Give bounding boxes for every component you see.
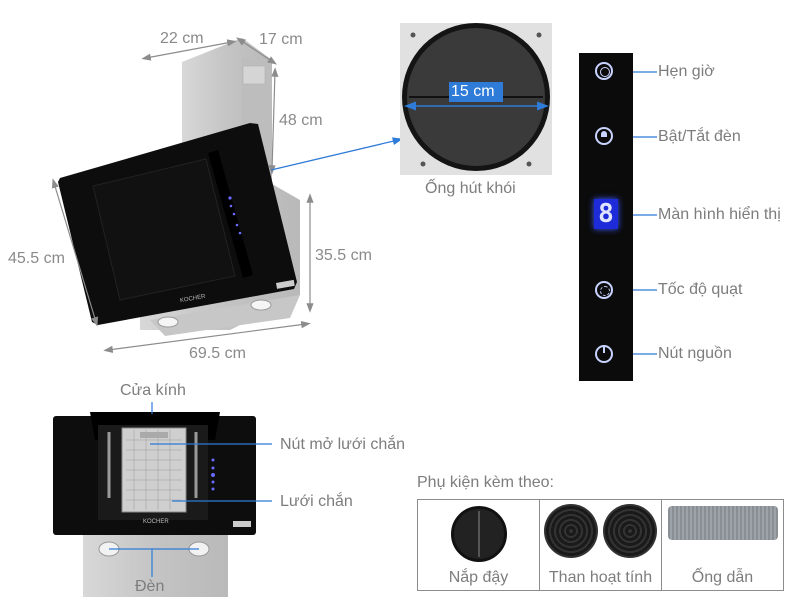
exhaust-diameter-label: 15 cm — [451, 83, 495, 100]
control-panel: 8 — [579, 53, 633, 381]
label-filter-release: Nút mở lưới chắn — [280, 436, 406, 453]
label-fan-speed: Tốc độ quạt — [658, 281, 743, 298]
accessory-label: Ống dẫn — [691, 569, 754, 586]
accessories-title: Phụ kiện kèm theo: — [417, 474, 554, 491]
damper-cap-icon — [451, 506, 507, 562]
dimension-depth-top: 22 cm — [160, 30, 204, 47]
accessory-label: Nắp đậy — [448, 569, 509, 586]
carbon-filter-icon — [603, 504, 657, 558]
label-power: Nút nguồn — [658, 345, 732, 362]
dimension-glass-height: 45.5 cm — [8, 250, 65, 267]
label-timer: Hẹn giờ — [658, 63, 715, 80]
fan-icon — [595, 281, 613, 299]
carbon-filter-icon — [544, 504, 598, 558]
flex-duct-icon — [668, 506, 778, 540]
glass-panel — [58, 123, 297, 325]
dimension-width-top: 17 cm — [259, 31, 303, 48]
label-lights: Đèn — [135, 578, 165, 595]
front-view-illustration — [53, 412, 256, 597]
timer-icon — [595, 62, 613, 80]
accessories-table: Nắp đậy Than hoạt tính Ống dẫn — [417, 499, 784, 591]
dimension-chimney-height: 48 cm — [279, 112, 323, 129]
lamp-icon — [595, 127, 613, 145]
label-grease-filter: Lưới chắn — [280, 493, 353, 510]
accessory-flex-duct: Ống dẫn — [662, 500, 783, 590]
accessory-carbon-filter: Than hoạt tính — [540, 500, 662, 590]
dimension-body-height: 35.5 cm — [315, 247, 372, 264]
exhaust-caption: Ống hút khói — [425, 180, 516, 197]
accessory-damper-cap: Nắp đậy — [418, 500, 540, 590]
power-icon — [595, 345, 613, 363]
accessory-label: Than hoạt tính — [548, 569, 653, 586]
label-glass-door: Cửa kính — [120, 382, 186, 399]
dimension-glass-width: 69.5 cm — [189, 345, 246, 362]
brand-logo-front: KOCHER — [143, 519, 169, 525]
label-display: Màn hình hiển thị — [658, 206, 781, 223]
seven-segment-display-icon: 8 — [594, 199, 618, 229]
exhaust-photo — [400, 23, 552, 175]
label-light-toggle: Bật/Tắt đèn — [658, 128, 741, 145]
